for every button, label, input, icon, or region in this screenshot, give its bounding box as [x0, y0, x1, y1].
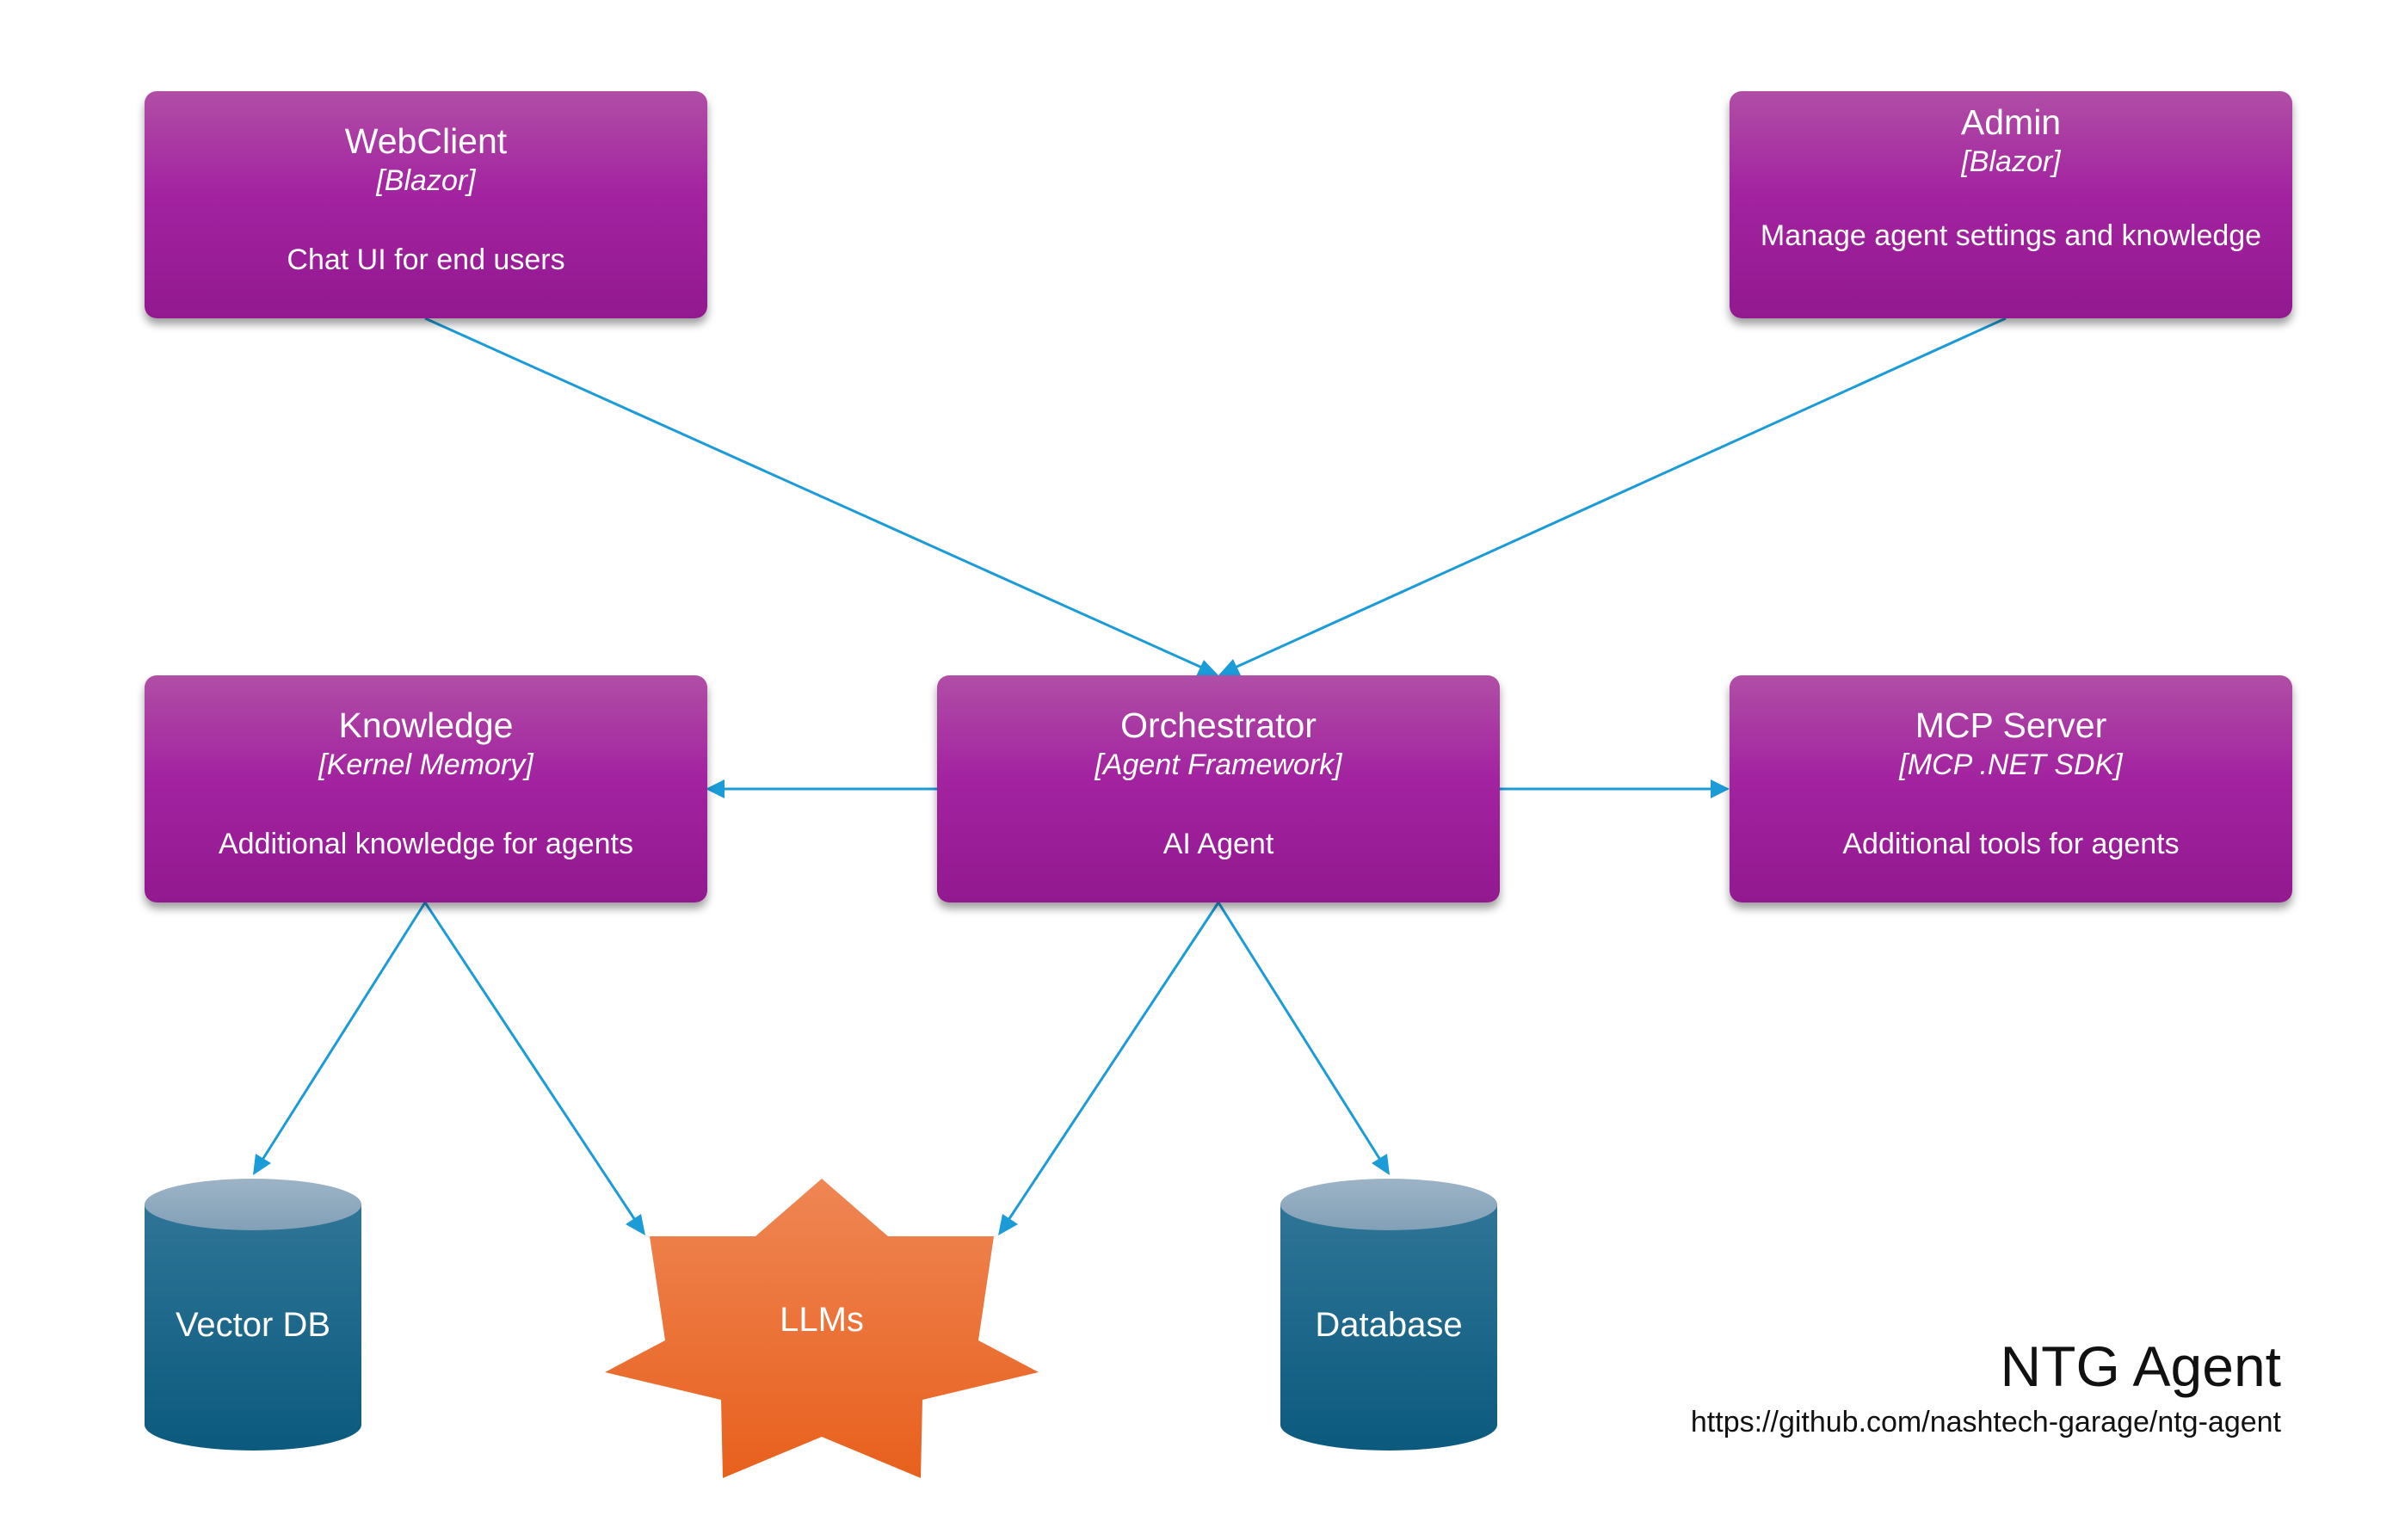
orchestrator-box: Orchestrator [Agent Framework] AI Agent [937, 675, 1500, 902]
footer-url: https://github.com/nashtech-garage/ntg-a… [1690, 1406, 2281, 1438]
knowledge-tech: [Kernel Memory] [318, 748, 533, 781]
database-label: Database [1315, 1306, 1463, 1344]
arrow-orchestrator-to-mcp [1500, 779, 1730, 798]
database-cylinder [1280, 1179, 1497, 1451]
webclient-description: Chat UI for end users [287, 243, 565, 276]
mcp-server-tech: [MCP .NET SDK] [1899, 748, 2123, 781]
llms-star [605, 1179, 1039, 1478]
admin-title: Admin [1960, 102, 2062, 142]
webclient-title: WebClient [344, 121, 508, 161]
knowledge-title: Knowledge [338, 705, 514, 745]
arrow-knowledge-to-llms [423, 902, 645, 1235]
admin-box: Admin [Blazor] Manage agent settings and… [1730, 91, 2292, 318]
webclient-box: WebClient [Blazor] Chat UI for end users [145, 91, 707, 318]
knowledge-box: Knowledge [Kernel Memory] Additional kno… [145, 675, 707, 902]
orchestrator-description: AI Agent [1162, 828, 1274, 860]
footer-title: NTG Agent [2000, 1334, 2282, 1398]
arrow-admin-to-orchestrator [1218, 317, 2007, 675]
arrow-orchestrator-to-database [1217, 902, 1390, 1175]
knowledge-description: Additional knowledge for agents [219, 828, 633, 860]
vector-db-label: Vector DB [175, 1306, 331, 1344]
orchestrator-title: Orchestrator [1120, 705, 1317, 745]
arrow-webclient-to-orchestrator [424, 317, 1218, 676]
arrow-orchestrator-to-knowledge [706, 779, 937, 798]
llms-label: LLMs [780, 1301, 864, 1339]
mcp-server-description: Additional tools for agents [1842, 828, 2180, 860]
connector-arrows [253, 317, 2007, 1235]
arrow-knowledge-to-vectordb [253, 902, 427, 1175]
arrow-orchestrator-to-llms [998, 902, 1220, 1235]
admin-description: Manage agent settings and knowledge [1760, 219, 2262, 252]
mcp-server-title: MCP Server [1915, 705, 2107, 745]
admin-tech: [Blazor] [1961, 145, 2061, 178]
orchestrator-tech: [Agent Framework] [1095, 748, 1342, 781]
webclient-tech: [Blazor] [376, 164, 476, 197]
mcp-server-box: MCP Server [MCP .NET SDK] Additional too… [1730, 675, 2292, 902]
vector-db-cylinder [145, 1179, 361, 1451]
